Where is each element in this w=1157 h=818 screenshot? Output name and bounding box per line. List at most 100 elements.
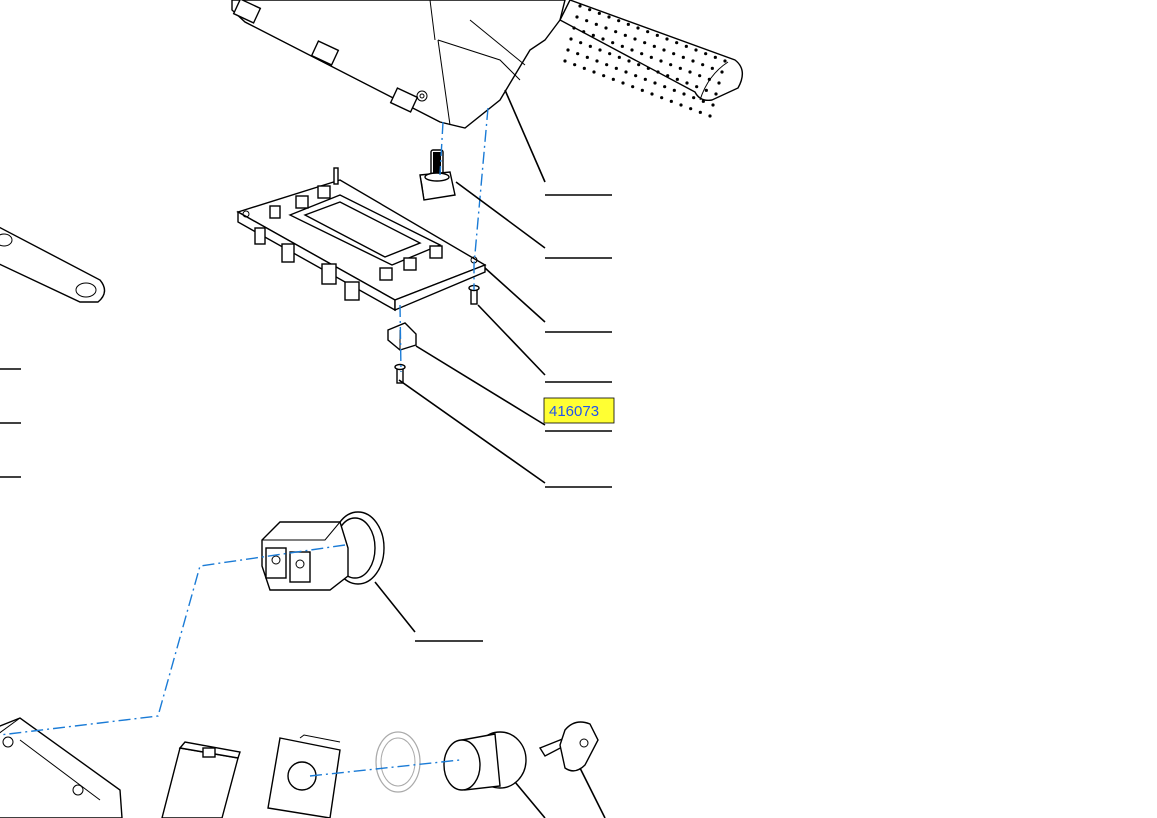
bottom-housing bbox=[0, 717, 123, 818]
part-number-416073[interactable]: 416073 bbox=[549, 403, 599, 420]
grip-dot bbox=[621, 81, 625, 85]
grip-dot bbox=[597, 11, 601, 15]
grip-dot bbox=[662, 48, 666, 52]
grip-dot bbox=[563, 59, 567, 63]
grip-dot bbox=[695, 85, 699, 89]
grip-dot bbox=[601, 37, 605, 41]
grip-dot bbox=[607, 15, 611, 19]
grip-dot bbox=[720, 70, 724, 74]
grip-dot bbox=[655, 33, 659, 37]
grip-dot bbox=[620, 44, 624, 48]
grip-dot bbox=[707, 77, 711, 81]
grip-dot bbox=[656, 70, 660, 74]
grip-dot bbox=[646, 30, 650, 34]
grip-dot bbox=[691, 59, 695, 63]
grip-dot bbox=[582, 66, 586, 70]
grip-dot bbox=[688, 70, 692, 74]
grip-dot bbox=[643, 41, 647, 45]
rotary-encoder bbox=[419, 149, 456, 201]
grip-dot bbox=[675, 41, 679, 45]
grip-dot bbox=[579, 41, 583, 45]
grip-dot bbox=[669, 63, 673, 67]
grip-dot bbox=[646, 66, 650, 70]
grip-dot bbox=[617, 19, 621, 23]
grip-dot bbox=[684, 44, 688, 48]
grip-dot bbox=[723, 59, 727, 63]
grip-dot bbox=[569, 37, 573, 41]
grip-dot bbox=[604, 26, 608, 30]
grip-dot bbox=[659, 59, 663, 63]
grip-dot bbox=[611, 41, 615, 45]
grip-dot bbox=[594, 22, 598, 26]
grip-dot bbox=[592, 70, 596, 74]
grip-dot bbox=[663, 85, 667, 89]
grip-dot bbox=[672, 52, 676, 56]
grip-dot bbox=[681, 55, 685, 59]
grip-dot bbox=[630, 48, 634, 52]
grip-dot bbox=[605, 63, 609, 67]
grip-dot bbox=[701, 63, 705, 67]
grip-dot bbox=[710, 66, 714, 70]
grip-dot bbox=[588, 44, 592, 48]
grip-dot bbox=[714, 92, 718, 96]
grip-dot bbox=[675, 77, 679, 81]
grip-dot bbox=[572, 26, 576, 30]
grip-dot bbox=[602, 74, 606, 78]
grip-dot bbox=[633, 37, 637, 41]
grip-dot bbox=[717, 81, 721, 85]
grip-dot bbox=[617, 55, 621, 59]
mounting-bracket bbox=[161, 741, 241, 818]
grip-dot bbox=[626, 22, 630, 26]
grip-dot bbox=[595, 59, 599, 63]
grip-dot bbox=[588, 8, 592, 12]
grip-dot bbox=[711, 103, 715, 107]
grip-dot bbox=[650, 92, 654, 96]
grip-dot bbox=[627, 59, 631, 63]
grip-dot bbox=[694, 48, 698, 52]
handle-grip-texture bbox=[563, 4, 727, 118]
side-bar bbox=[0, 226, 106, 303]
grip-dot bbox=[566, 48, 570, 52]
grip-dot bbox=[692, 96, 696, 100]
grip-dot bbox=[578, 4, 582, 8]
grip-dot bbox=[682, 92, 686, 96]
grip-dot bbox=[582, 30, 586, 34]
grip-dot bbox=[666, 74, 670, 78]
grip-dot bbox=[685, 81, 689, 85]
grip-dot bbox=[708, 114, 712, 118]
grip-dot bbox=[669, 99, 673, 103]
grip-dot bbox=[679, 103, 683, 107]
grip-dot bbox=[640, 88, 644, 92]
grip-dot bbox=[652, 44, 656, 48]
key-switch bbox=[443, 721, 599, 791]
grip-dot bbox=[623, 33, 627, 37]
grip-dot bbox=[713, 55, 717, 59]
grip-dot bbox=[678, 66, 682, 70]
grip-dot bbox=[575, 15, 579, 19]
lock-ring bbox=[375, 731, 421, 793]
grip-dot bbox=[701, 99, 705, 103]
grip-dot bbox=[698, 110, 702, 114]
grip-dot bbox=[591, 33, 595, 37]
grip-dot bbox=[611, 77, 615, 81]
grip-dot bbox=[631, 85, 635, 89]
grip-dot bbox=[704, 52, 708, 56]
grip-dot bbox=[640, 52, 644, 56]
grip-dot bbox=[643, 77, 647, 81]
grip-dot bbox=[698, 74, 702, 78]
grip-dot bbox=[665, 37, 669, 41]
grip-dot bbox=[608, 52, 612, 56]
part-number-callout[interactable]: 416073 bbox=[543, 397, 615, 424]
grip-dot bbox=[614, 30, 618, 34]
callout-leaders bbox=[0, 89, 612, 818]
emergency-stop-button bbox=[261, 511, 385, 591]
handle-housing bbox=[231, 0, 743, 129]
grip-dot bbox=[624, 70, 628, 74]
grip-dot bbox=[636, 26, 640, 30]
grip-dot bbox=[576, 52, 580, 56]
grip-dot bbox=[598, 48, 602, 52]
assembly-lines bbox=[0, 107, 489, 777]
pcb-clip bbox=[387, 322, 417, 351]
